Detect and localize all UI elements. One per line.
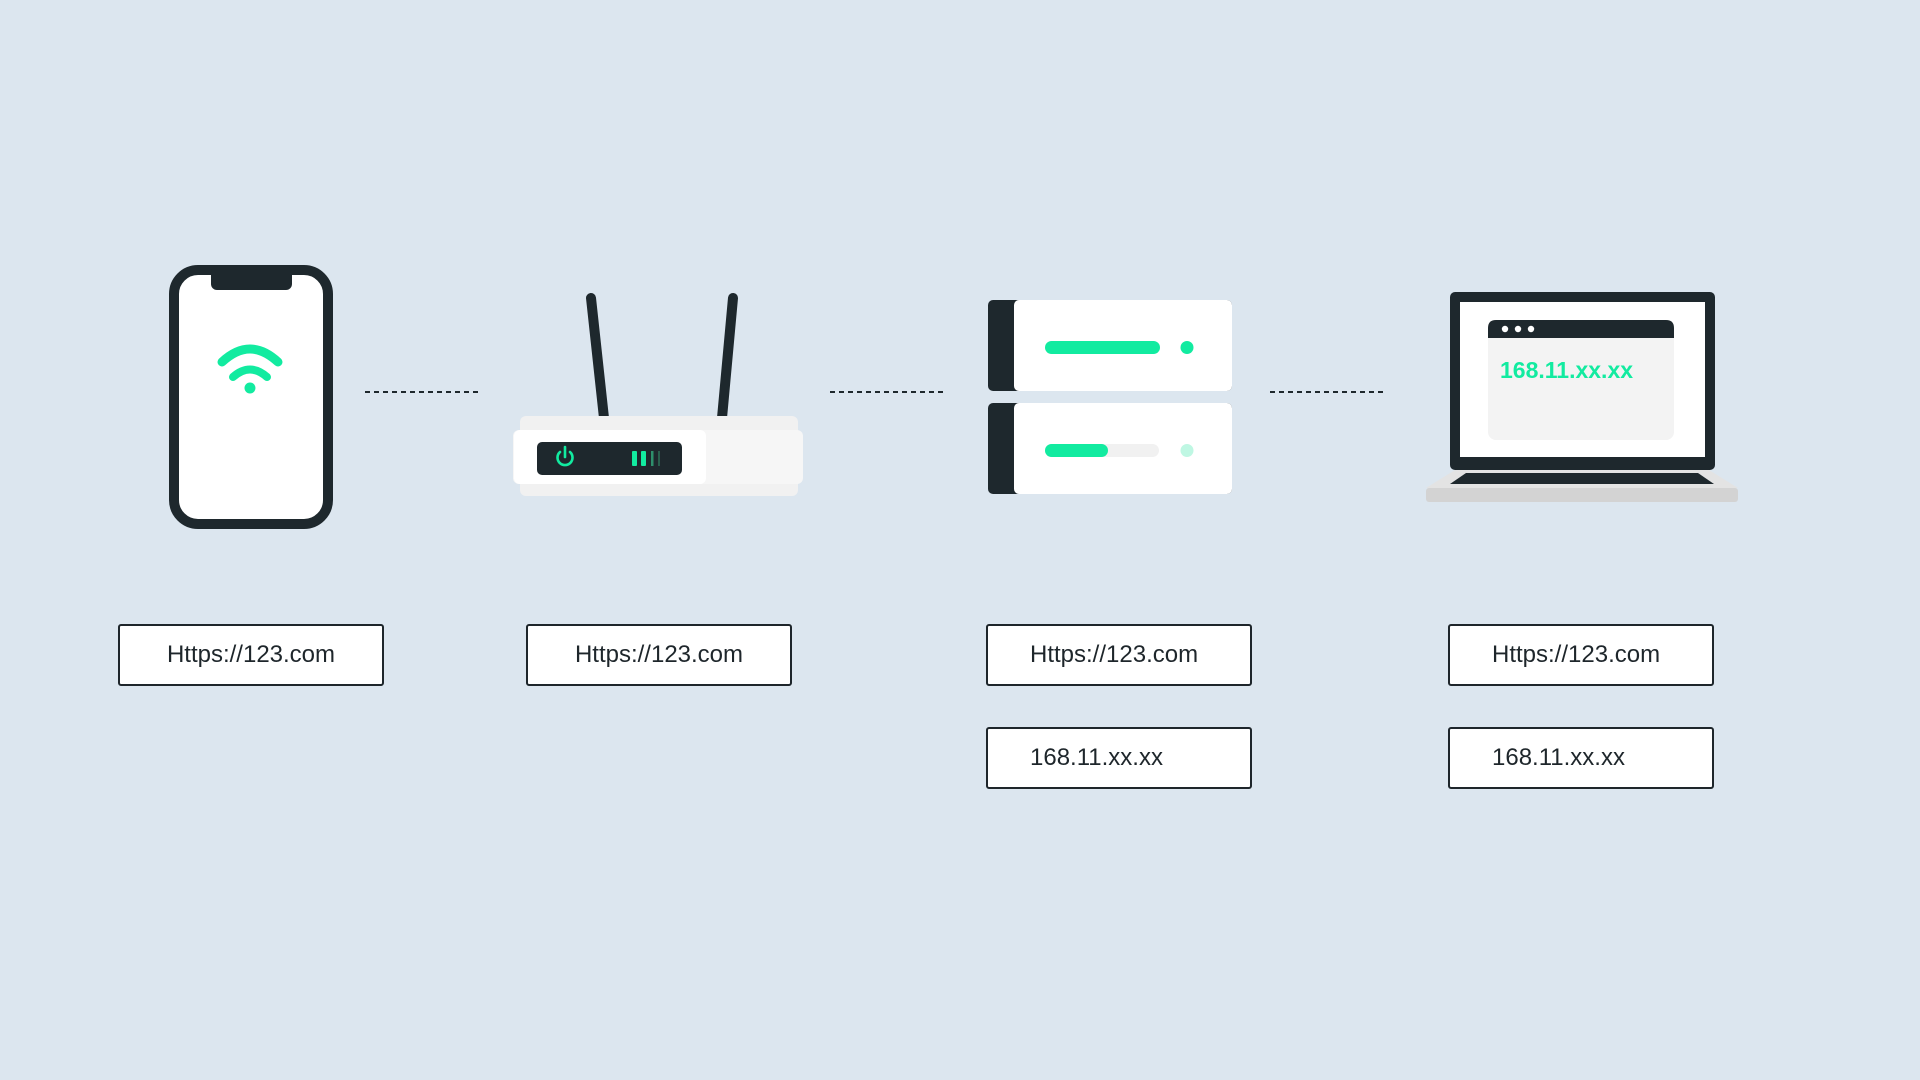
wifi-router-icon (513, 293, 803, 496)
power-icon (556, 445, 574, 467)
laptop-browser-icon: 168.11.xx.xx (1426, 292, 1738, 502)
signal-bars-icon (632, 451, 660, 466)
server-url-label: Https://123.com (986, 624, 1252, 686)
server-ip-label: 168.11.xx.xx (986, 727, 1252, 789)
wifi-icon (217, 344, 283, 394)
laptop-screen-ip: 168.11.xx.xx (1500, 357, 1633, 383)
phone-url-label: Https://123.com (118, 624, 384, 686)
laptop-ip-label: 168.11.xx.xx (1448, 727, 1714, 789)
server-stack-icon (988, 300, 1232, 494)
smartphone-wifi-icon (169, 265, 333, 529)
router-url-label: Https://123.com (526, 624, 792, 686)
laptop-url-label: Https://123.com (1448, 624, 1714, 686)
